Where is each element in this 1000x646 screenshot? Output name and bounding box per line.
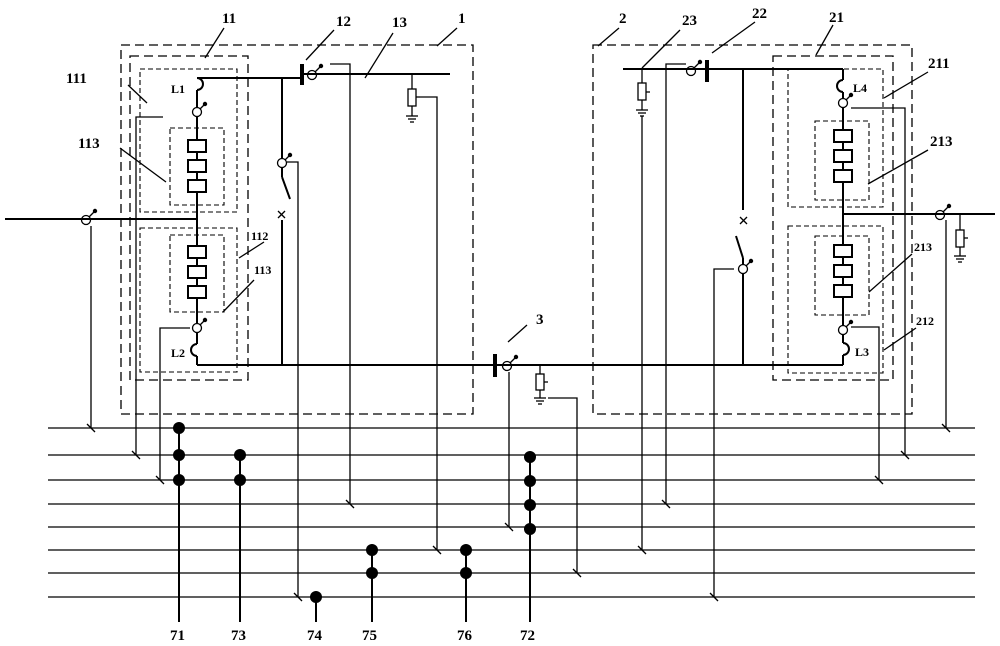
signal-bus [48,427,975,598]
box-2 [592,44,913,415]
cap-2 [187,159,207,173]
label-13: 13 [392,15,407,31]
label-113-lower: 113 [254,263,271,277]
ct-l4 [837,97,849,109]
junction-73-a [234,449,246,461]
cap-9 [833,169,853,183]
reactor-l4 [836,79,844,93]
switch-blade-left [281,176,291,200]
label-23: 23 [682,13,697,29]
label-213-upper: 213 [930,134,953,150]
reactor-l3 [842,342,850,356]
junction-groups [173,422,536,622]
box-1 [120,44,474,415]
junction-74-a [310,591,322,603]
label-12: 12 [336,14,351,30]
label-2: 2 [619,11,627,27]
junction-76-a [460,544,472,556]
ct-12 [306,69,318,81]
junction-72-c [524,499,536,511]
ct-l2 [191,322,203,334]
label-L2: L2 [171,346,185,360]
ct-l1 [191,106,203,118]
ct-tie-left [276,157,288,169]
right-circuit [623,59,995,366]
label-71: 71 [170,628,185,644]
label-73: 73 [231,628,246,644]
label-22: 22 [752,6,767,22]
cap-12 [833,284,853,298]
label-75: 75 [362,628,377,644]
cap-5 [187,265,207,279]
reactor-l2 [190,343,198,357]
box-112 [139,227,238,373]
box-21 [772,55,894,381]
junction-72-b [524,475,536,487]
ct-22 [685,65,697,77]
ct-incoming-left [80,214,92,226]
box-111 [139,68,238,213]
junction-75-a [366,544,378,556]
label-111: 111 [66,71,87,87]
junction-71-c [173,474,185,486]
cap-11 [833,264,853,278]
cap-1 [187,139,207,153]
ct-tie-right [737,263,749,275]
label-3: 3 [536,312,544,328]
label-1: 1 [458,11,466,27]
ground-resistor-right [637,82,647,101]
junction-76-b [460,567,472,579]
switch-blade-right [735,235,744,259]
cap-8 [833,149,853,163]
ground-resistor-center [535,373,545,391]
ct-l3 [837,324,849,336]
box-211 [787,68,884,208]
left-circuit [5,63,495,366]
label-74: 74 [307,628,323,644]
junction-72-a [524,451,536,463]
junction-71-a [173,422,185,434]
ground-resistor-left [407,88,417,107]
signal-drops [86,63,951,602]
box-212 [787,225,884,374]
junction-72-d [524,523,536,535]
label-L4: L4 [853,81,867,95]
junction-73-b [234,474,246,486]
label-L3: L3 [855,345,869,359]
cap-4 [187,245,207,259]
label-21: 21 [829,10,844,26]
reactor-l1 [196,77,204,91]
junction-75-b [366,567,378,579]
label-11: 11 [222,11,236,27]
label-212: 212 [916,314,934,328]
junction-71-b [173,449,185,461]
label-76: 76 [457,628,473,644]
label-L1: L1 [171,82,185,96]
cap-6 [187,285,207,299]
text-labels: 1 11 12 13 111 113 112 113 L1 L2 3 2 23 … [66,6,953,644]
label-113-upper: 113 [78,136,100,152]
cap-10 [833,244,853,258]
cap-7 [833,129,853,143]
label-72: 72 [520,628,535,644]
label-211: 211 [928,56,950,72]
cap-3 [187,179,207,193]
label-213-lower: 213 [914,240,932,254]
center-breaker [493,354,783,405]
ct-outgoing-right [934,209,946,221]
label-112: 112 [251,229,268,243]
leader-lines [119,21,929,351]
